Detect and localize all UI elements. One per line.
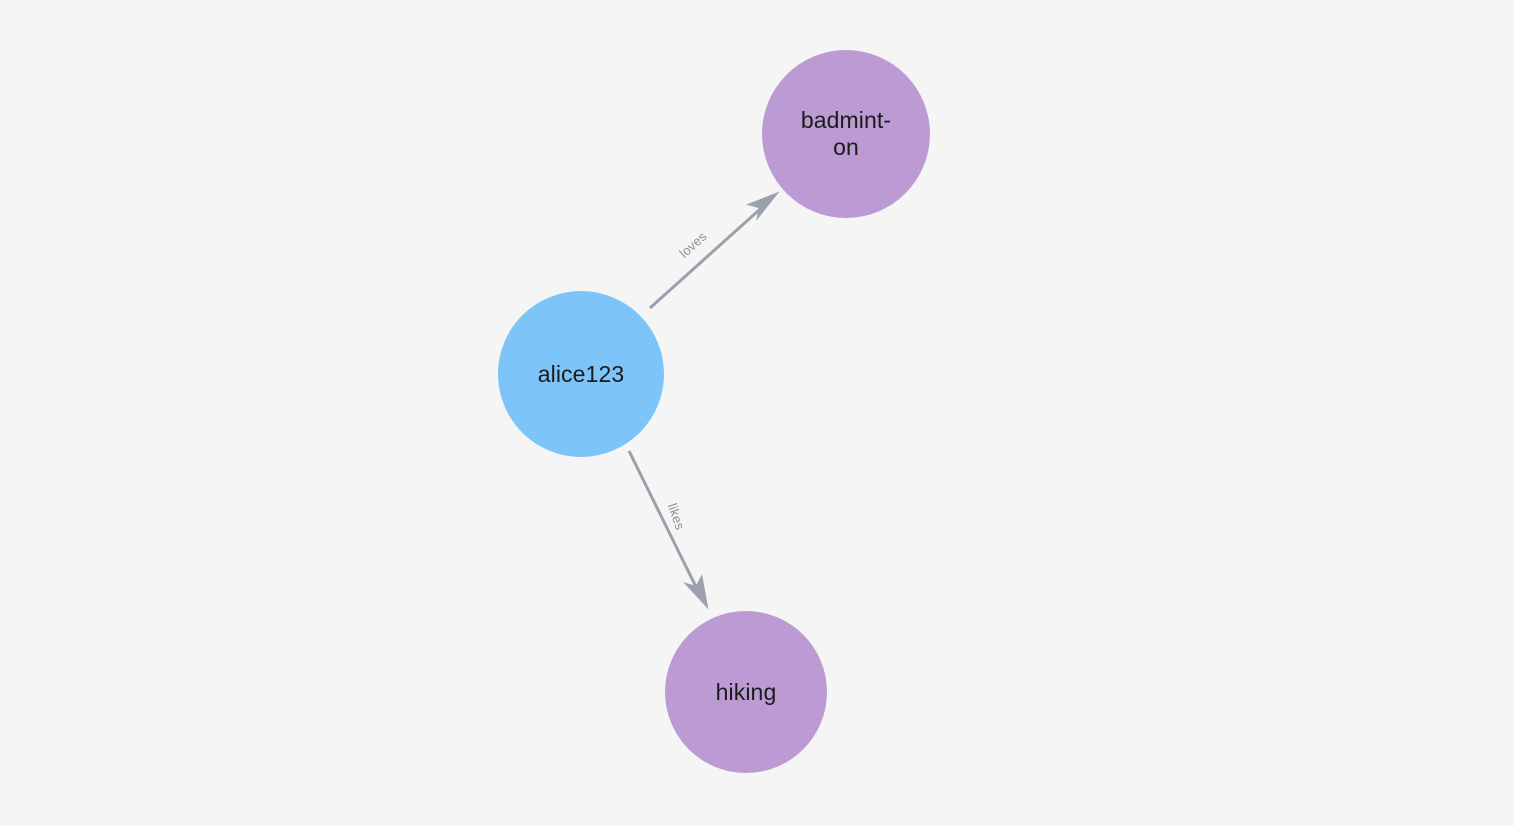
graph-node-badminton[interactable]: badmint-​on bbox=[762, 50, 930, 218]
edge-line-loves bbox=[648, 200, 770, 310]
edge-arrowhead-loves bbox=[746, 191, 780, 221]
edge-label-loves: loves bbox=[676, 228, 710, 260]
edge-alice123-likes-hiking[interactable]: likes bbox=[627, 450, 709, 610]
edge-arrowhead-likes bbox=[683, 574, 709, 610]
graph-node-label-alice123: alice123 bbox=[537, 360, 625, 387]
graph-node-label-badminton: badmint-​on bbox=[800, 107, 892, 160]
graph-node-hiking[interactable]: hiking bbox=[665, 611, 827, 773]
graph-node-label-hiking: hiking bbox=[715, 678, 777, 705]
edge-alice123-loves-badminton[interactable]: loves bbox=[648, 191, 780, 310]
graph-node-alice123[interactable]: alice123 bbox=[498, 291, 664, 457]
edge-line-likes bbox=[627, 450, 702, 596]
